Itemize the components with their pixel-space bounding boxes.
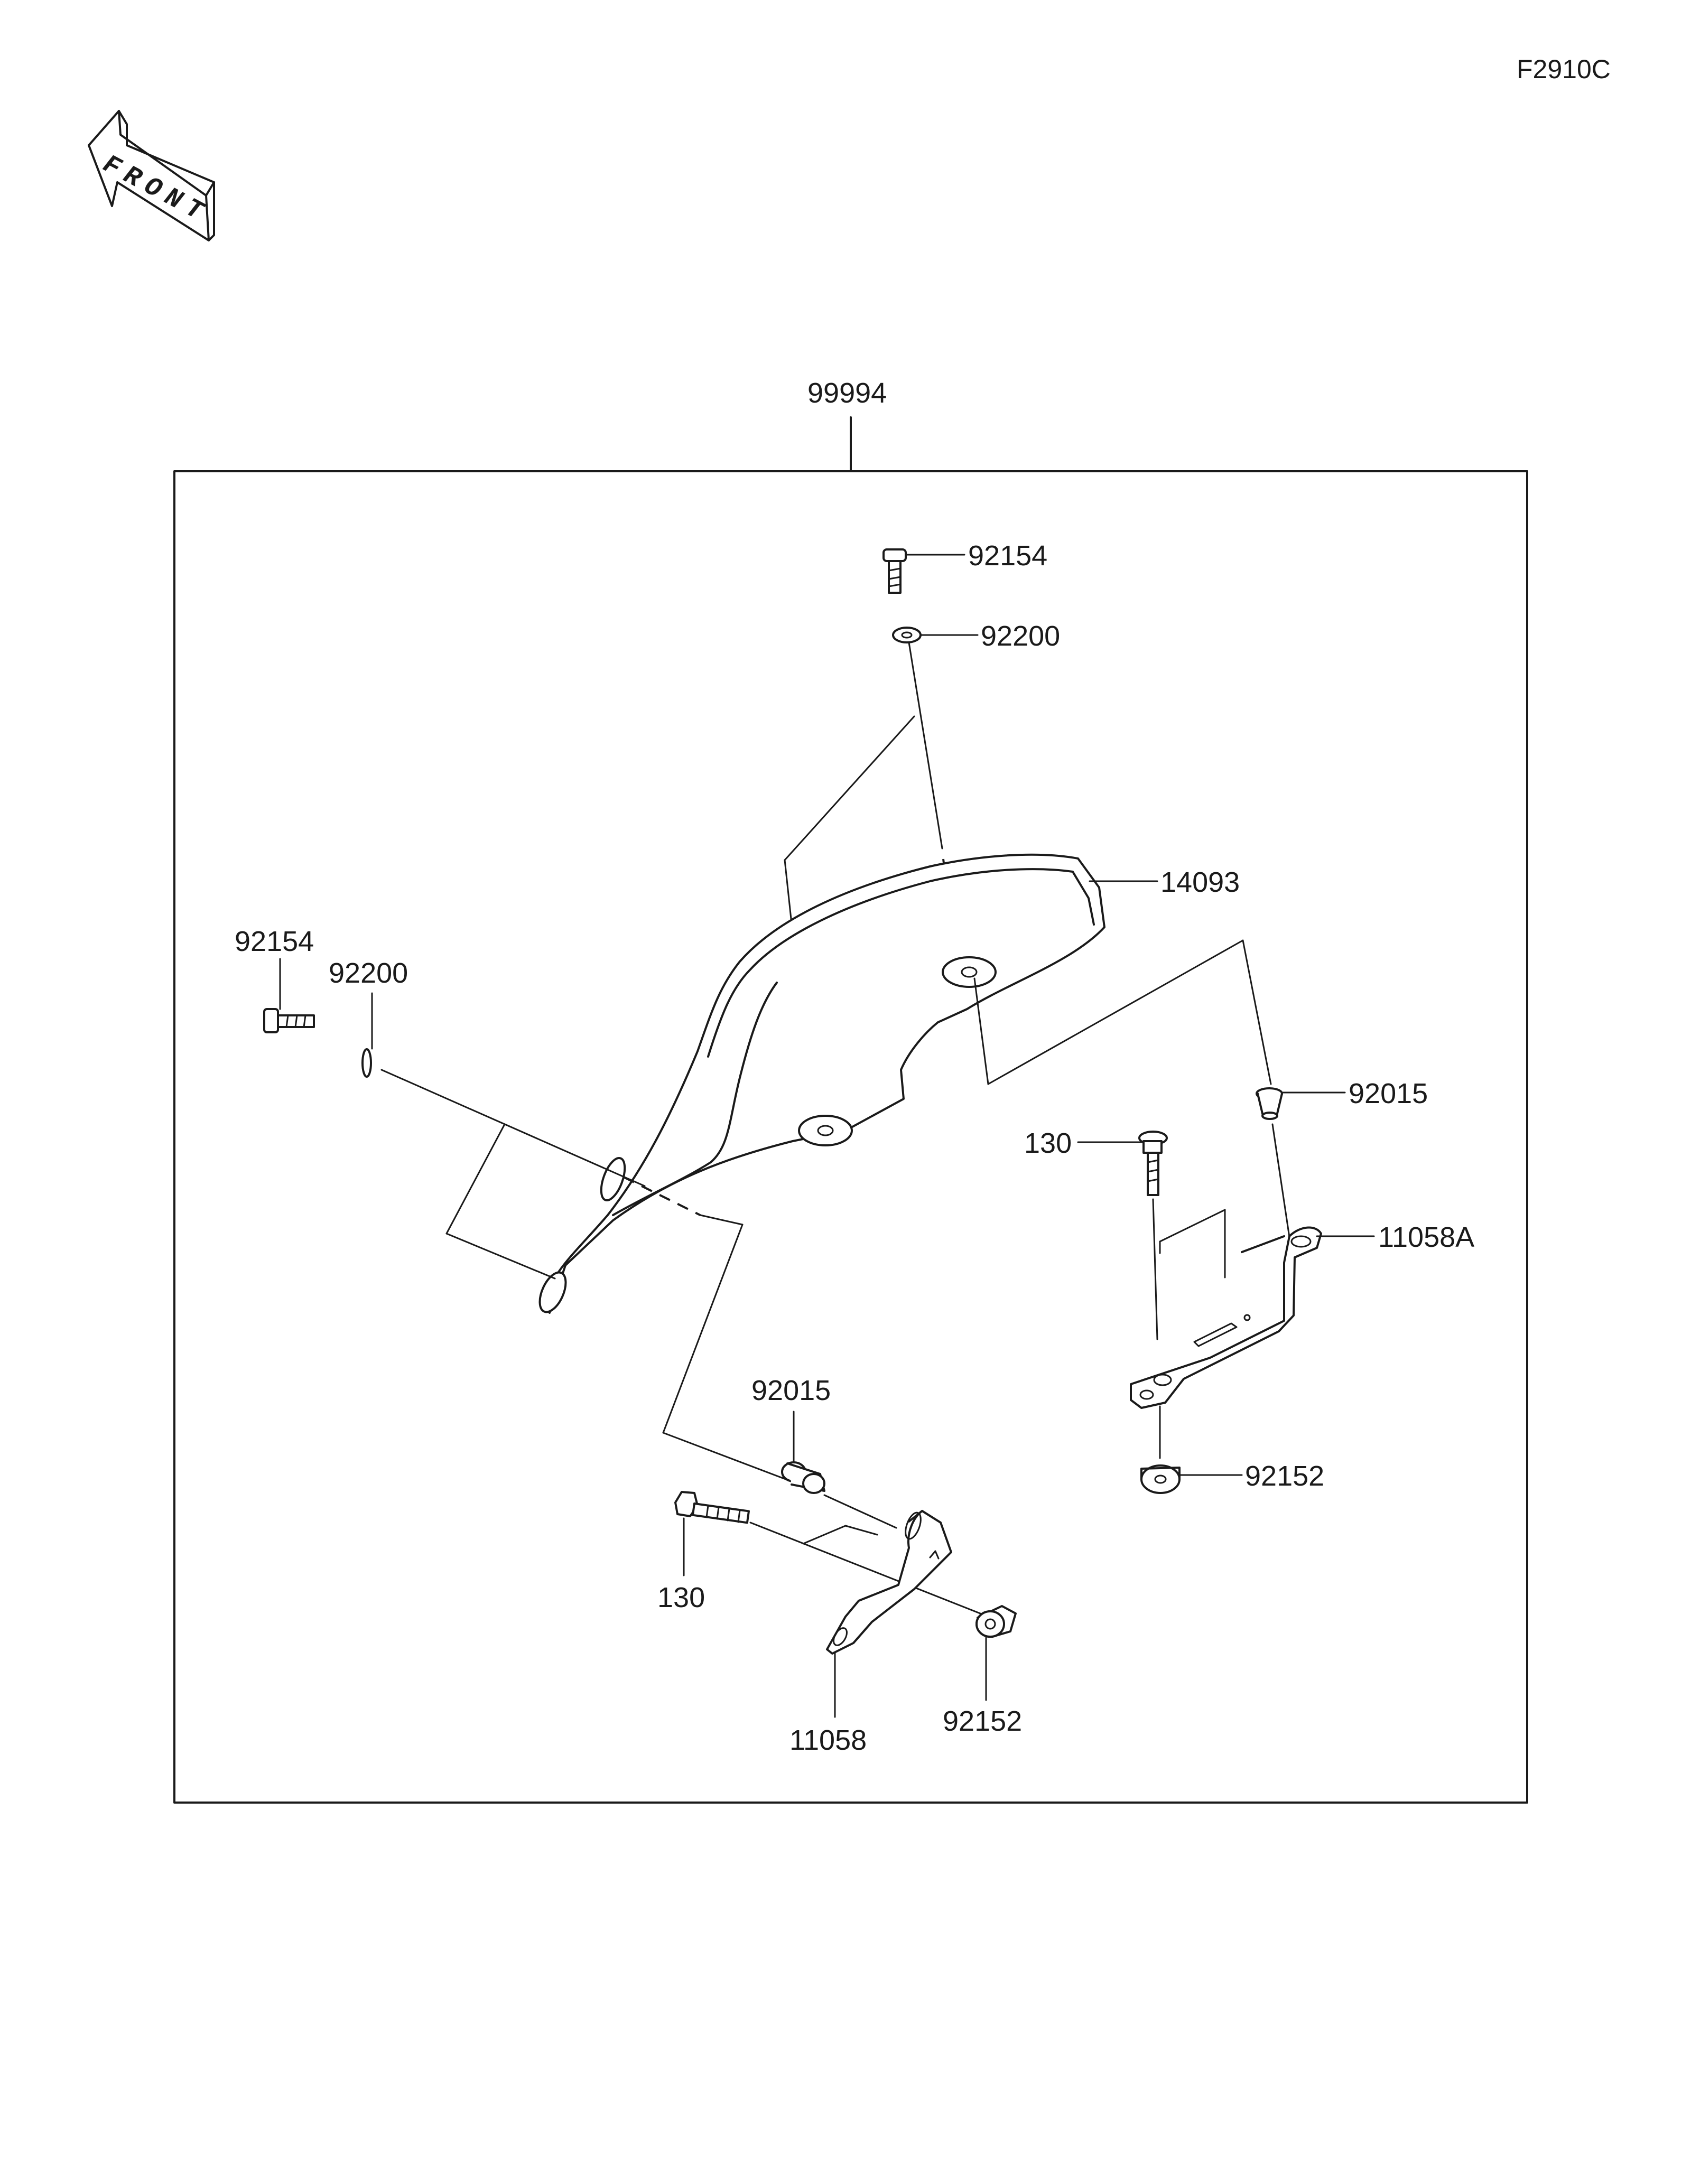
label-nut-bottom: 92152 — [943, 1705, 1022, 1737]
label-bolt-left: 92154 — [235, 926, 314, 957]
label-collar-bottom: 92015 — [751, 1375, 831, 1406]
washer-left — [361, 1048, 372, 1078]
collar-bottom — [781, 1461, 825, 1494]
nut-bottom — [975, 1605, 1017, 1638]
label-bolt-right: 130 — [1024, 1127, 1072, 1159]
cover-14093 — [538, 853, 1105, 1314]
front-arrow-icon: FRONT — [88, 110, 217, 241]
bolt-bottom — [674, 1491, 750, 1524]
collar-right — [1256, 1087, 1283, 1120]
label-washer-top: 92200 — [981, 620, 1060, 652]
bolt-right — [1138, 1131, 1168, 1196]
figure-code: F2910C — [1517, 54, 1611, 84]
label-bolt-top: 92154 — [968, 540, 1047, 572]
bolt-left — [263, 1008, 315, 1033]
label-bracket-right: 11058A — [1378, 1221, 1474, 1253]
assembly-frame — [173, 470, 1528, 1804]
label-nut-right: 92152 — [1245, 1460, 1324, 1492]
label-bracket-bottom: 11058 — [789, 1724, 867, 1756]
label-cover: 14093 — [1160, 866, 1240, 898]
bracket-bottom — [826, 1510, 952, 1655]
bracket-right — [1130, 1226, 1322, 1409]
label-bolt-bottom: 130 — [657, 1582, 705, 1613]
bolt-top — [882, 548, 907, 594]
nut-right — [1140, 1464, 1181, 1494]
label-washer-left: 92200 — [329, 957, 408, 989]
washer-top — [892, 627, 922, 643]
label-assembly: 99994 — [807, 377, 887, 409]
label-collar-right: 92015 — [1349, 1078, 1428, 1109]
